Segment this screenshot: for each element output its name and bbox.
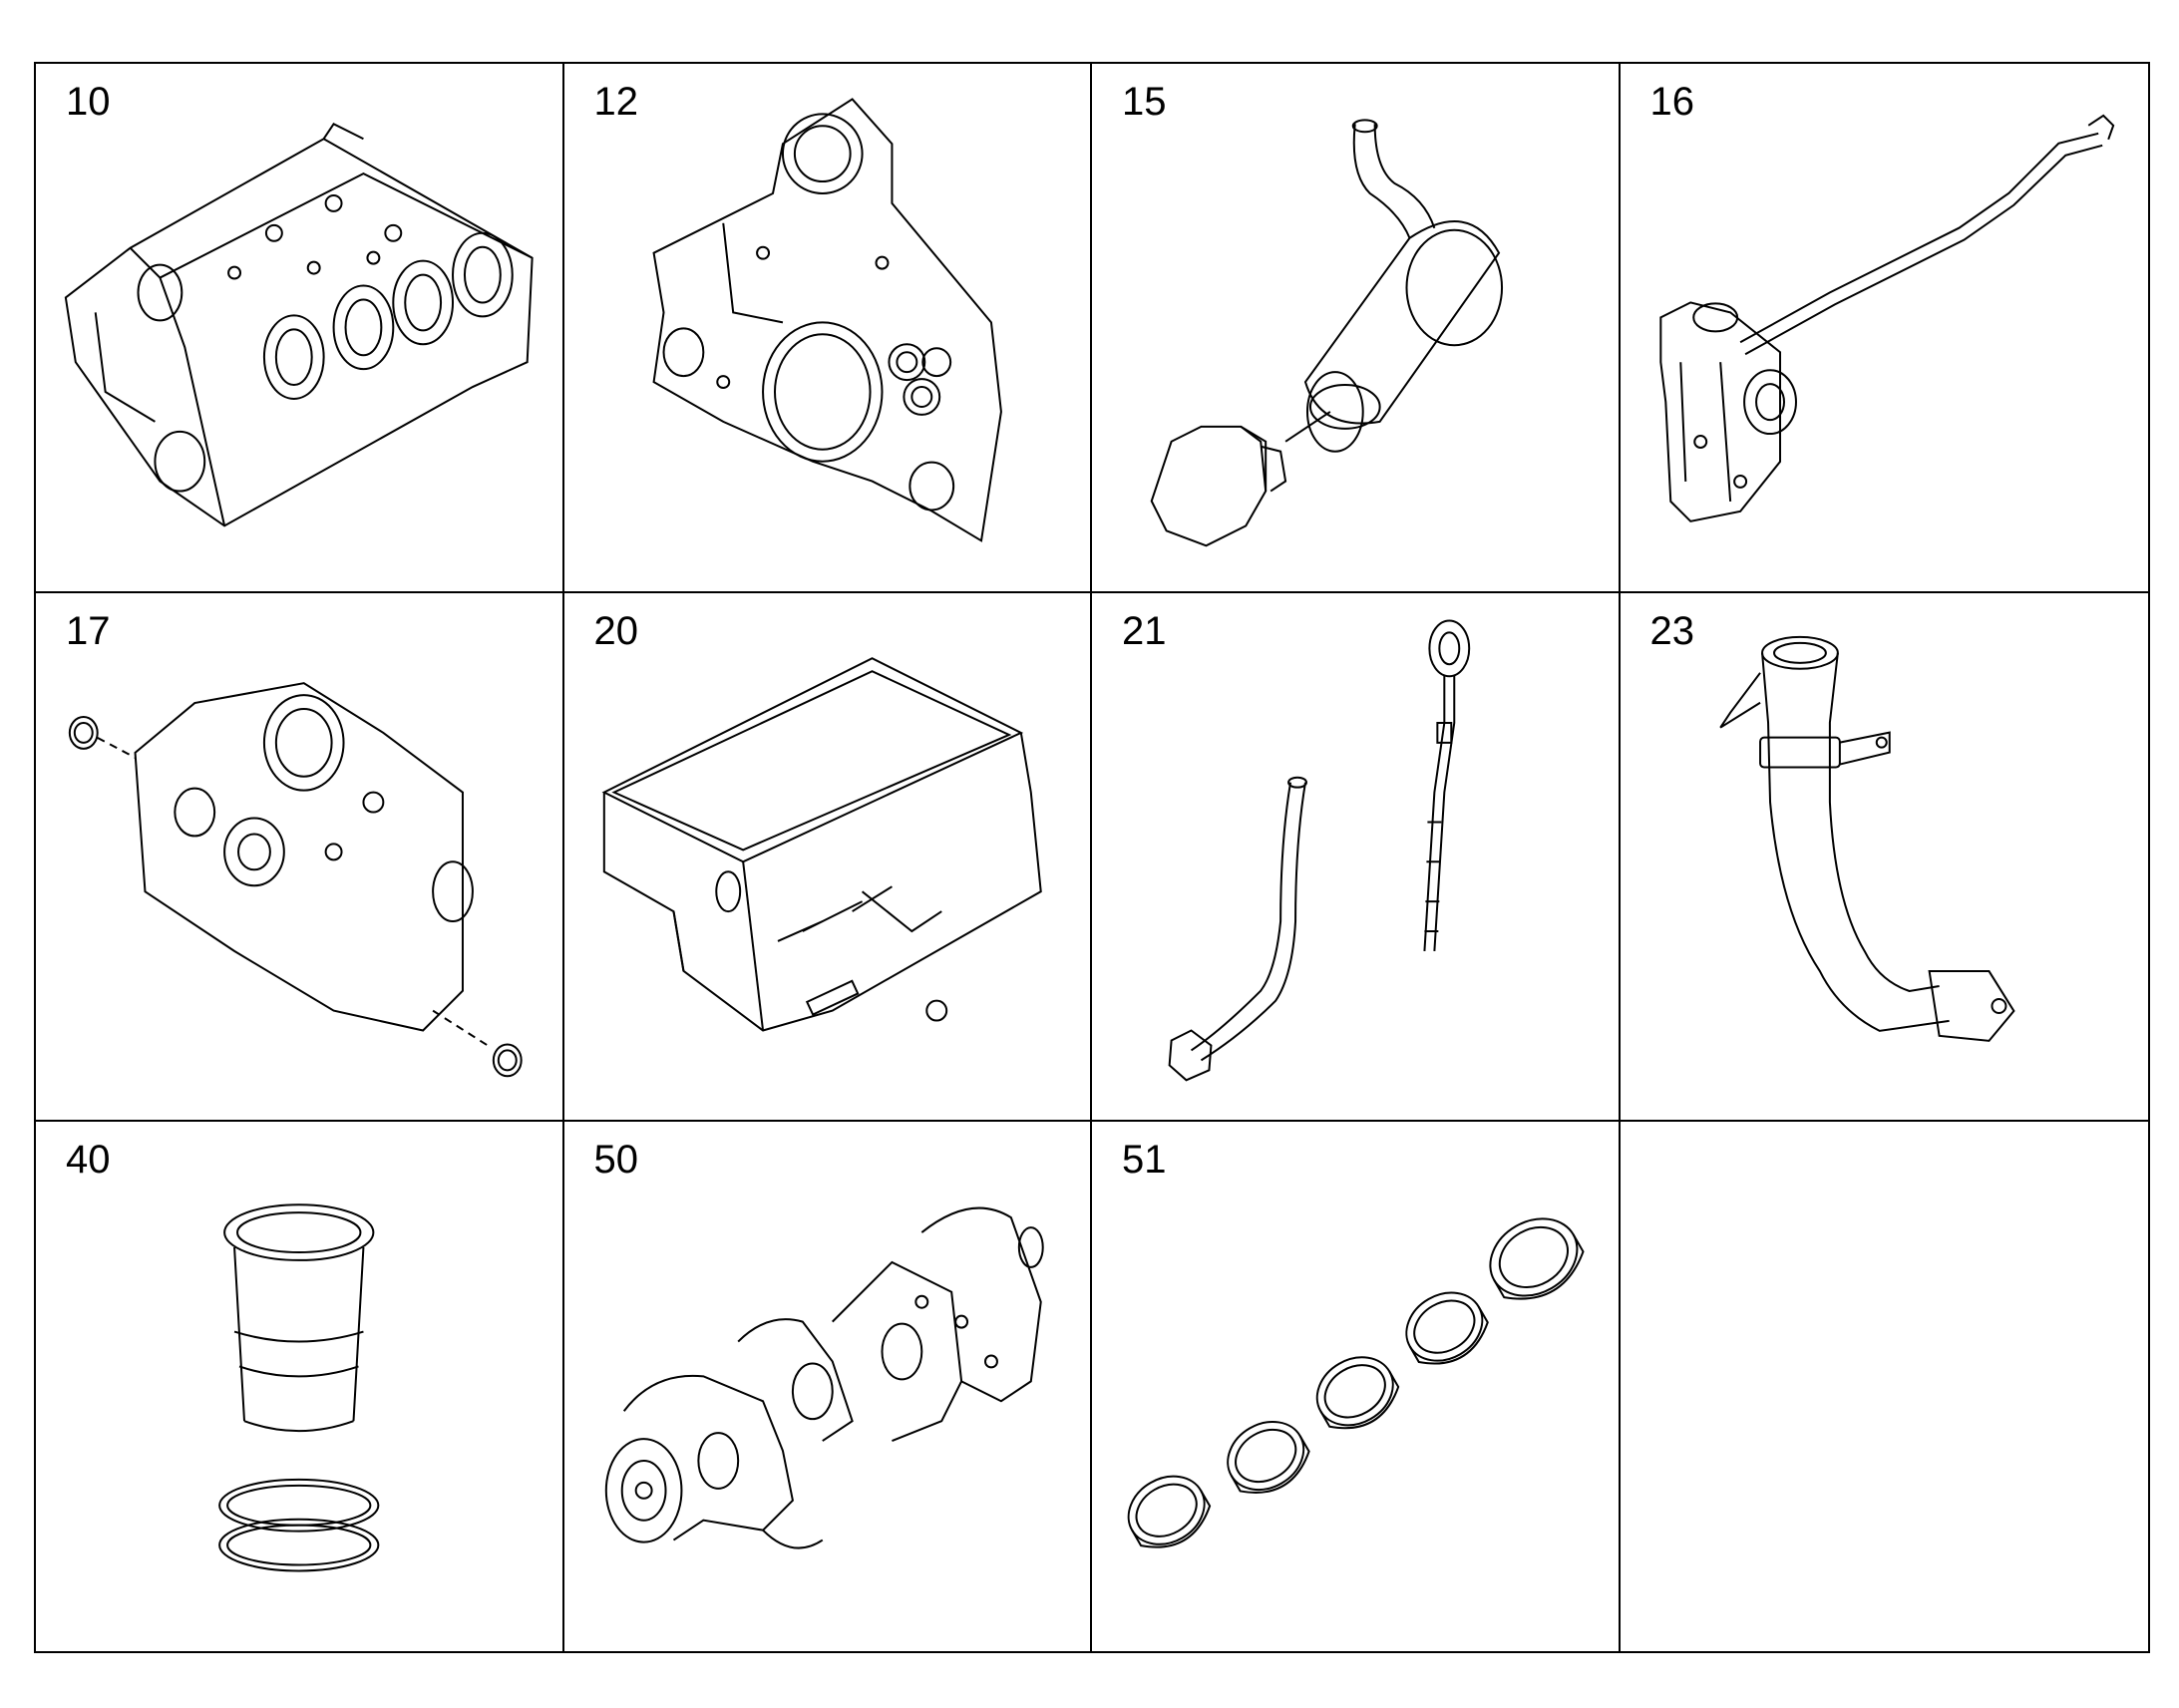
part-number: 20 [593, 608, 639, 653]
engine-block-icon [36, 64, 562, 591]
part-cell-50[interactable]: 50 [564, 1122, 1092, 1651]
part-cell-16[interactable]: 16 [1620, 64, 2149, 593]
part-cell-10[interactable]: 10 [36, 64, 564, 593]
part-number: 50 [593, 1138, 639, 1183]
main-bearing-shells-icon [1092, 1122, 1619, 1651]
oil-filler-plug-icon [1092, 64, 1619, 591]
part-number: 21 [1122, 608, 1167, 653]
part-number: 17 [66, 608, 111, 653]
oil-filler-pipe-icon [1621, 593, 2149, 1121]
dipstick-icon [1092, 593, 1619, 1121]
part-number: 12 [593, 80, 639, 124]
timing-case-cover-icon [564, 64, 1091, 591]
cylinder-liner-icon [36, 1122, 562, 1651]
part-cell-21[interactable]: 21 [1092, 592, 1621, 1123]
part-number: 10 [66, 80, 111, 124]
part-cell-17[interactable]: 17 [36, 592, 564, 1123]
part-cell-40[interactable]: 40 [36, 1122, 564, 1651]
part-cell-51[interactable]: 51 [1092, 1122, 1621, 1651]
parts-grid: 10 12 [34, 62, 2150, 1653]
part-number: 15 [1122, 80, 1167, 124]
part-cell-12[interactable]: 12 [563, 64, 1092, 593]
part-cell-20[interactable]: 20 [563, 592, 1092, 1123]
oil-pump-icon [1621, 64, 2149, 591]
block-plug-icon [36, 593, 562, 1121]
part-number: 51 [1122, 1138, 1167, 1183]
oil-pan-icon [564, 593, 1091, 1121]
empty-cell [1621, 1122, 2149, 1651]
part-number: 40 [66, 1138, 111, 1183]
part-number: 23 [1649, 608, 1695, 653]
part-cell-23[interactable]: 23 [1620, 593, 2149, 1123]
part-cell-15[interactable]: 15 [1092, 64, 1621, 593]
part-number: 16 [1649, 80, 1695, 124]
crankshaft-icon [564, 1122, 1091, 1651]
